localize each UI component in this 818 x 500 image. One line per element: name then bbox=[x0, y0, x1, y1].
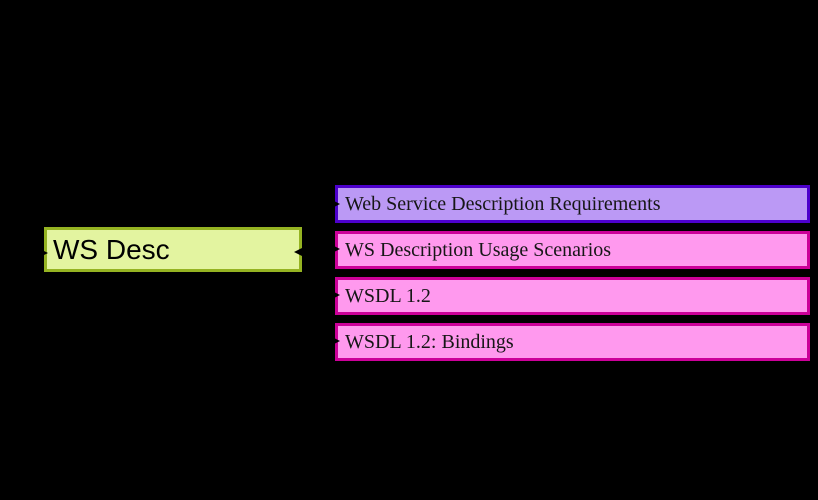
node-document-label: WSDL 1.2 bbox=[345, 284, 431, 307]
node-document-label: WSDL 1.2: Bindings bbox=[345, 330, 514, 353]
arrowhead-icon bbox=[330, 290, 340, 300]
arrowhead-icon bbox=[330, 244, 340, 254]
arrowhead-icon bbox=[330, 199, 340, 209]
arrowhead-icon bbox=[294, 247, 304, 257]
arrowhead-icon bbox=[330, 336, 340, 346]
node-document-wsdl12[interactable]: WSDL 1.2 bbox=[335, 277, 810, 315]
node-document-label: WS Description Usage Scenarios bbox=[345, 238, 612, 261]
node-document-label: Web Service Description Requirements bbox=[345, 192, 661, 215]
node-document-usage-scenarios[interactable]: WS Description Usage Scenarios bbox=[335, 231, 810, 269]
node-ws-desc[interactable]: WS Desc bbox=[44, 227, 302, 272]
node-document-wsdl12-bindings[interactable]: WSDL 1.2: Bindings bbox=[335, 323, 810, 361]
node-ws-desc-label: WS Desc bbox=[53, 233, 170, 265]
node-document-requirements[interactable]: Web Service Description Requirements bbox=[335, 185, 810, 223]
arrowhead-icon bbox=[38, 248, 48, 258]
